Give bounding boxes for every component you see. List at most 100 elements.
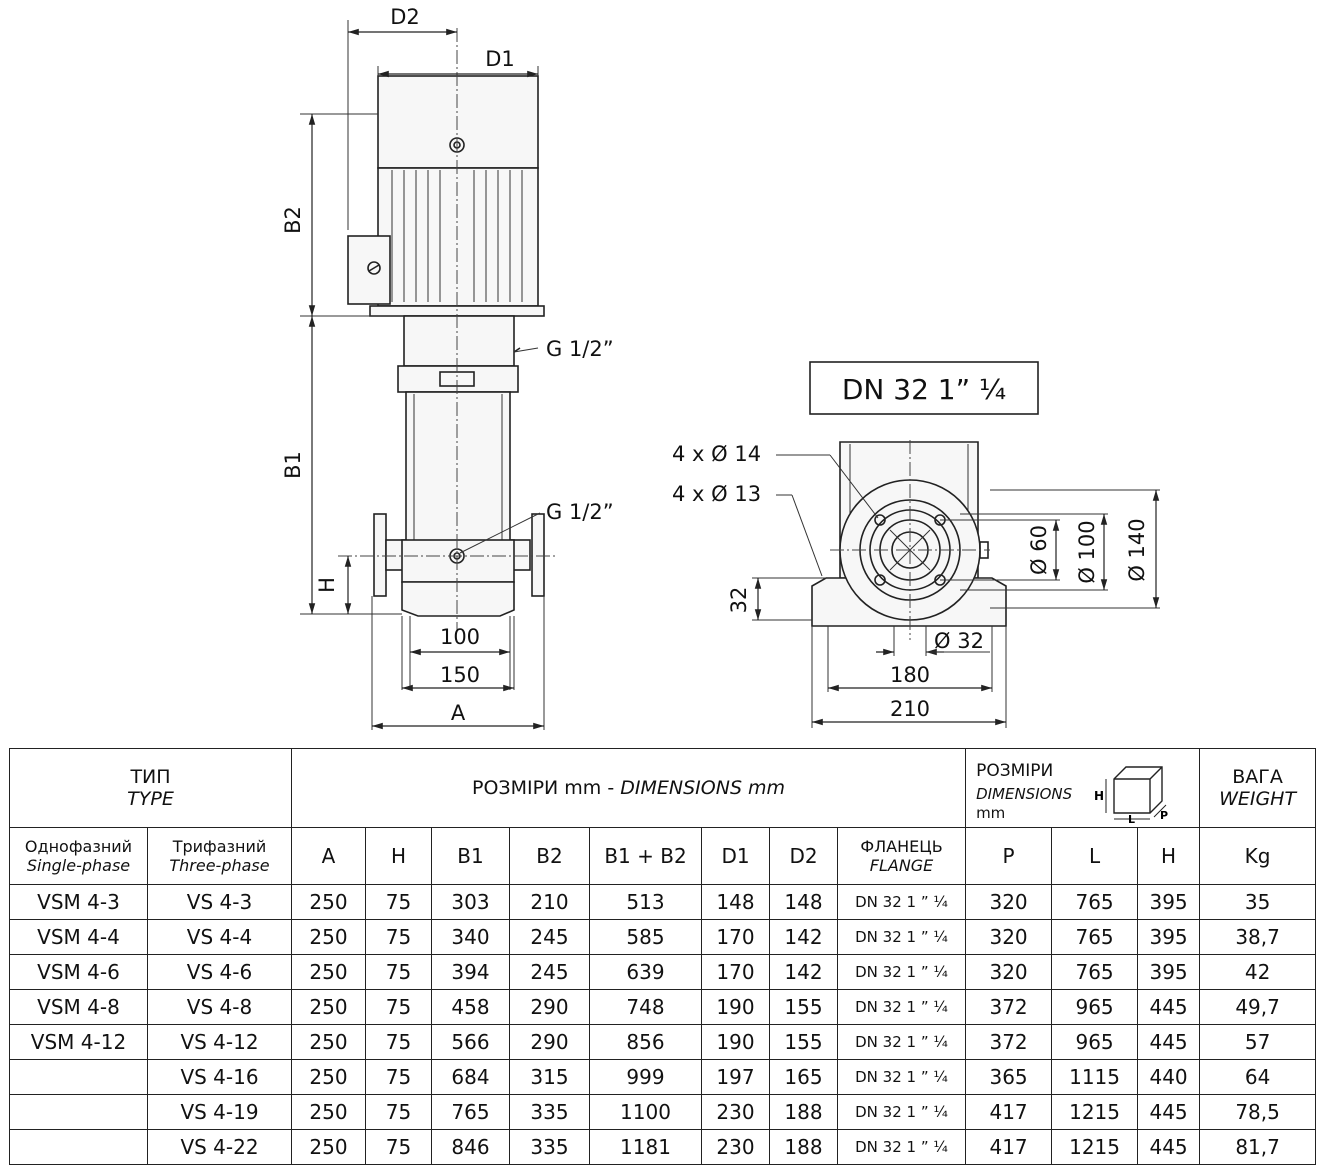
cell-three-phase: VS 4-4	[147, 919, 292, 955]
cell-single-phase	[9, 1129, 148, 1165]
cell-pack-h: 395	[1137, 954, 1201, 990]
cell-p: 320	[965, 954, 1053, 990]
col-d2: D2	[769, 827, 838, 885]
cell-pack-h: 395	[1137, 884, 1201, 920]
label-holes-14: 4 x Ø 14	[672, 442, 761, 466]
cell-b2: 315	[509, 1059, 590, 1095]
box-icon-p: P	[1160, 809, 1168, 822]
cell-flange: DN 32 1 ” ¼	[836, 1059, 967, 1095]
cell-three-phase: VS 4-6	[147, 954, 292, 990]
col-single-phase: Однофазний Single-phase	[9, 827, 148, 885]
cell-d2: 155	[769, 989, 838, 1025]
cell-d1: 190	[701, 989, 770, 1025]
cell-l: 1215	[1051, 1094, 1139, 1130]
cell-p: 372	[965, 1024, 1053, 1060]
cell-p: 417	[965, 1094, 1053, 1130]
label-height-32: 32	[727, 587, 751, 614]
label-dia-32: Ø 32	[934, 629, 984, 653]
cell-pack-h: 445	[1137, 1024, 1201, 1060]
cell-b2: 290	[509, 1024, 590, 1060]
cell-b1-b2: 1181	[589, 1129, 702, 1165]
cell-a: 250	[291, 989, 366, 1025]
cell-three-phase: VS 4-8	[147, 989, 292, 1025]
col-p: P	[965, 827, 1053, 885]
cell-h: 75	[365, 1059, 432, 1095]
col-a: A	[291, 827, 366, 885]
cell-pack-h: 445	[1137, 989, 1201, 1025]
cell-h: 75	[365, 989, 432, 1025]
label-dia-140: Ø 140	[1125, 518, 1149, 581]
cell-d1: 170	[701, 919, 770, 955]
cell-d1: 170	[701, 954, 770, 990]
dimensions-label: РОЗМІРИ mm -	[472, 777, 621, 799]
cell-b2: 335	[509, 1094, 590, 1130]
cell-d2: 148	[769, 884, 838, 920]
cell-b1: 846	[431, 1129, 510, 1165]
cell-single-phase	[9, 1059, 148, 1095]
cell-p: 320	[965, 884, 1053, 920]
weight-header: ВАГА WEIGHT	[1199, 748, 1317, 828]
weight-label: ВАГА	[1232, 766, 1283, 788]
label-holes-13: 4 x Ø 13	[672, 482, 761, 506]
label-b2: B2	[281, 206, 305, 234]
cell-b1: 684	[431, 1059, 510, 1095]
col-kg: Kg	[1199, 827, 1317, 885]
cell-p: 417	[965, 1129, 1053, 1165]
flange-view: DN 32 1” ¼	[809, 361, 1039, 640]
col-b2: B2	[509, 827, 590, 885]
label-width-210: 210	[890, 697, 930, 721]
cell-l: 1215	[1051, 1129, 1139, 1165]
cell-single-phase: VSM 4-6	[9, 954, 148, 990]
cell-single-phase: VSM 4-3	[9, 884, 148, 920]
cell-single-phase	[9, 1094, 148, 1130]
cell-flange: DN 32 1 ” ¼	[836, 884, 967, 920]
cell-h: 75	[365, 884, 432, 920]
cell-d2: 155	[769, 1024, 838, 1060]
cell-d2: 188	[769, 1094, 838, 1130]
cell-p: 372	[965, 989, 1053, 1025]
col-b1: B1	[431, 827, 510, 885]
cell-b2: 245	[509, 919, 590, 955]
cell-d1: 197	[701, 1059, 770, 1095]
label-dn-box: DN 32 1” ¼	[842, 373, 1006, 406]
weight-label-en: WEIGHT	[1219, 788, 1297, 810]
cell-d2: 142	[769, 954, 838, 990]
cell-pack-h: 445	[1137, 1094, 1201, 1130]
cell-d2: 142	[769, 919, 838, 955]
cell-l: 765	[1051, 919, 1139, 955]
cell-a: 250	[291, 954, 366, 990]
cell-pack-h: 440	[1137, 1059, 1201, 1095]
box-icon-l: L	[1128, 813, 1135, 823]
packaging-label: РОЗМІРИ	[976, 761, 1054, 781]
col-three-phase: Трифазний Three-phase	[147, 827, 292, 885]
technical-drawing: D2 D1 B2 B1 H G 1/2” G 1/2” 100 150	[281, 5, 1160, 730]
side-view-dimensions: D2 D1 B2 B1 H G 1/2” G 1/2” 100 150	[281, 5, 614, 730]
cell-flange: DN 32 1 ” ¼	[836, 954, 967, 990]
cell-b1: 566	[431, 1024, 510, 1060]
cell-d2: 188	[769, 1129, 838, 1165]
cell-h: 75	[365, 1094, 432, 1130]
cell-three-phase: VS 4-22	[147, 1129, 292, 1165]
cell-kg: 64	[1199, 1059, 1317, 1095]
cell-flange: DN 32 1 ” ¼	[836, 1024, 967, 1060]
label-width-180: 180	[890, 663, 930, 687]
cell-b1: 340	[431, 919, 510, 955]
cell-d2: 165	[769, 1059, 838, 1095]
packaging-label-en: DIMENSIONS	[976, 785, 1073, 803]
box-icon-h: H	[1094, 789, 1104, 803]
dimensions-header: РОЗМІРИ mm - DIMENSIONS mm	[290, 748, 967, 828]
cell-flange: DN 32 1 ” ¼	[836, 1094, 967, 1130]
cell-b1-b2: 1100	[589, 1094, 702, 1130]
cell-a: 250	[291, 1024, 366, 1060]
cell-h: 75	[365, 919, 432, 955]
cell-l: 765	[1051, 954, 1139, 990]
cell-three-phase: VS 4-19	[147, 1094, 292, 1130]
cell-kg: 49,7	[1199, 989, 1317, 1025]
label-width-100: 100	[440, 625, 480, 649]
cell-b1-b2: 585	[589, 919, 702, 955]
cell-d1: 230	[701, 1129, 770, 1165]
label-g-top: G 1/2”	[546, 337, 614, 361]
cell-b2: 290	[509, 989, 590, 1025]
